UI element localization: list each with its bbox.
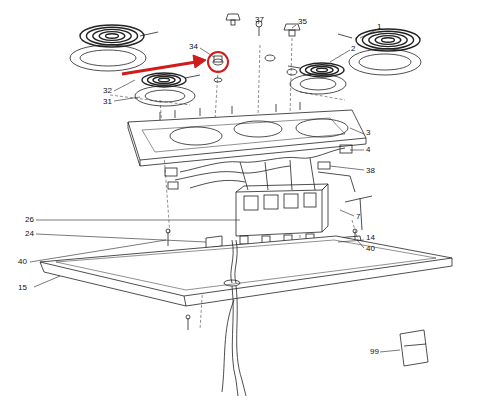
coil-ring <box>369 33 407 46</box>
callout-number: 38 <box>366 166 375 175</box>
callout-number: 7 <box>356 212 360 221</box>
screws <box>160 102 357 330</box>
callout-number: 2 <box>351 44 355 53</box>
coil-ring <box>300 63 344 77</box>
callout-number: 35 <box>298 17 307 26</box>
coil-ring <box>99 32 125 41</box>
callout-number: 40 <box>366 244 375 253</box>
coil-ring <box>106 34 119 38</box>
coil-ring <box>153 77 175 84</box>
bottom-tray <box>40 236 452 306</box>
coil-ring <box>148 75 181 86</box>
coil-ring <box>375 36 401 45</box>
instruction-card <box>400 330 428 366</box>
callout-number: 34 <box>189 42 198 51</box>
coil-ring <box>382 38 395 42</box>
cooktop-top <box>128 110 366 166</box>
callout-number: 24 <box>25 229 34 238</box>
callout-number: 4 <box>366 145 370 154</box>
callout-number: 1 <box>377 22 381 31</box>
coil-ring <box>142 73 186 87</box>
leader-lines <box>30 22 400 352</box>
callout-number: 3 <box>366 128 370 137</box>
callout-number: 14 <box>366 233 375 242</box>
coil-ring <box>159 78 170 82</box>
power-cord <box>222 240 246 396</box>
coil-ring <box>306 65 339 76</box>
coil-ring <box>356 29 420 51</box>
callout-number: 15 <box>18 283 27 292</box>
coil-ring <box>317 68 328 72</box>
element-terminals <box>140 32 352 78</box>
callout-number: 37 <box>255 15 264 24</box>
callout-number: 99 <box>370 347 379 356</box>
coil-ring <box>93 29 131 42</box>
highlight <box>122 52 228 74</box>
coil-ring <box>362 31 413 49</box>
coil-ring <box>311 67 333 74</box>
callout-number: 40 <box>18 257 27 266</box>
drip-pans <box>70 45 421 106</box>
coil-ring <box>86 27 137 45</box>
callout-number: 31 <box>103 97 112 106</box>
knobs-and-clips <box>213 14 300 82</box>
callout-number: 26 <box>25 215 34 224</box>
callout-number: 32 <box>103 86 112 95</box>
surface-elements <box>80 25 420 87</box>
coil-ring <box>80 25 144 47</box>
